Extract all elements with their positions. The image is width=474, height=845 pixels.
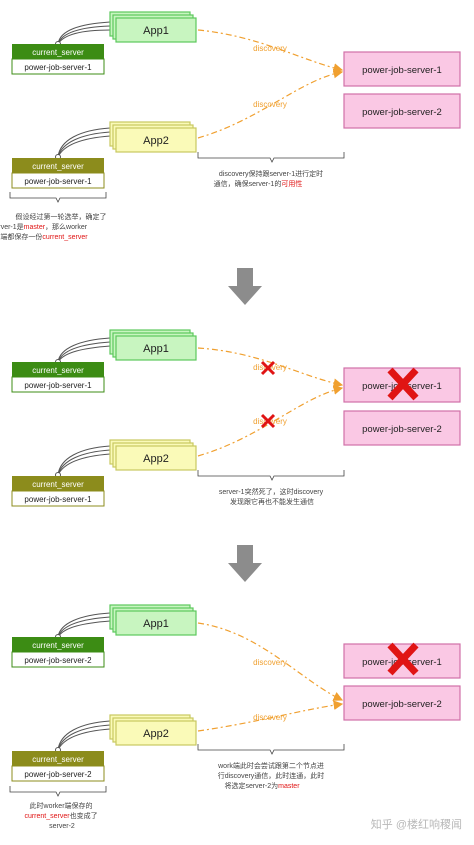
app2-node: App2 — [109, 121, 197, 153]
worker1-box: current_server power-job-server-2 — [11, 637, 105, 668]
worker-connection-lines-1 — [55, 21, 111, 160]
server1-dead-x-icon — [387, 367, 419, 401]
note-left: 假设经过第一轮选举，确定了 server-1是master，那么worker 端… — [0, 212, 108, 241]
down-arrow-2 — [228, 545, 262, 582]
app1-label: App1 — [143, 618, 169, 630]
worker2-value: power-job-server-1 — [24, 495, 92, 504]
brace-right — [197, 744, 345, 755]
note-right-line1: discovery保持跟server-1进行定时 — [219, 169, 323, 178]
server1-box: power-job-server-1 — [343, 51, 461, 87]
server1-label: power-job-server-1 — [362, 65, 442, 76]
note-right-line1: work端此时会尝试跟第二个节点进 — [217, 761, 324, 770]
note-left-line1: 假设经过第一轮选举，确定了 — [16, 212, 107, 221]
server2-box: power-job-server-2 — [343, 410, 461, 446]
note-right-line1: server-1突然死了，这时discovery — [219, 487, 324, 496]
worker2-value: power-job-server-2 — [24, 770, 92, 779]
note-right: server-1突然死了，这时discovery 发现跟它再也不能发生通信 — [219, 487, 325, 506]
note-right-highlight: 可用性 — [281, 179, 302, 188]
worker1-value: power-job-server-1 — [24, 63, 92, 72]
discovery-failed-x-icon-top — [260, 360, 276, 376]
panel-1: App1 App2 current_server power-job-serve… — [0, 11, 461, 241]
down-arrow-1 — [228, 268, 262, 305]
note-right-line2: 通信，确保server-1的 — [214, 179, 282, 188]
panel-2: App1 App2 current_server power-job-serve… — [11, 329, 461, 507]
discovery-label-top: discovery — [253, 658, 287, 667]
note-left-line1: 此时worker端保存的 — [30, 801, 93, 810]
note-left-line2a: server-1是 — [0, 223, 24, 231]
brace-right — [197, 470, 345, 481]
app1-node: App1 — [109, 604, 197, 636]
discovery-label-bottom: discovery — [253, 100, 287, 109]
discovery-label-top: discovery — [253, 44, 287, 53]
note-left-current-server: current_server — [42, 234, 88, 241]
worker-connection-lines-3 — [55, 612, 111, 753]
note-left-line2b: 也变成了 — [70, 811, 98, 820]
note-right-line3: 将选定server-2为 — [224, 781, 278, 790]
worker2-head: current_server — [32, 755, 84, 764]
discovery-arrow-top — [197, 622, 344, 701]
discovery-arrow-bottom — [197, 385, 344, 457]
note-right-master: master — [278, 783, 300, 790]
watermark: 知乎 @楼红响稷闻 — [371, 817, 462, 831]
worker1-box: current_server power-job-server-1 — [11, 362, 105, 393]
note-right: discovery保持跟server-1进行定时 通信，确保server-1的可… — [214, 169, 325, 188]
worker1-head: current_server — [32, 641, 84, 650]
discovery-label-bottom: discovery — [253, 713, 287, 722]
discovery-failed-x-icon-bottom — [260, 413, 276, 429]
note-left-line3: server-2 — [49, 823, 75, 830]
worker2-head: current_server — [32, 480, 84, 489]
worker2-box: current_server power-job-server-2 — [11, 751, 105, 782]
note-left: 此时worker端保存的 current_server也变成了 server-2 — [24, 801, 99, 830]
app1-label: App1 — [143, 343, 169, 355]
brace-left — [9, 786, 107, 797]
discovery-arrow-bottom — [197, 700, 344, 732]
server2-box: power-job-server-2 — [343, 93, 461, 129]
app1-node: App1 — [109, 11, 197, 43]
worker2-box: current_server power-job-server-1 — [11, 158, 105, 189]
note-left-master: master — [24, 224, 46, 231]
brace-right — [197, 152, 345, 163]
note-left-current-server: current_server — [24, 813, 70, 820]
server2-label: power-job-server-2 — [362, 699, 442, 710]
server2-label: power-job-server-2 — [362, 424, 442, 435]
server2-box: power-job-server-2 — [343, 685, 461, 721]
note-right: work端此时会尝试跟第二个节点进 行discovery通信，此时连通，此时 将… — [217, 761, 326, 790]
worker1-box: current_server power-job-server-1 — [11, 44, 105, 75]
note-left-line2b: ，那么worker — [45, 223, 88, 231]
note-left-line3a: 端都保存一份 — [0, 232, 42, 241]
app2-label: App2 — [143, 135, 169, 147]
app2-node: App2 — [109, 714, 197, 746]
discovery-arrow-bottom — [197, 68, 344, 139]
worker1-head: current_server — [32, 366, 84, 375]
worker1-value: power-job-server-1 — [24, 381, 92, 390]
app1-node: App1 — [109, 329, 197, 361]
worker2-head: current_server — [32, 162, 84, 171]
brace-left — [9, 192, 107, 203]
app1-label: App1 — [143, 25, 169, 37]
panel-3: App1 App2 current_server power-job-serve… — [9, 604, 461, 830]
note-right-line2: 行discovery通信，此时连通，此时 — [218, 771, 325, 780]
worker2-box: current_server power-job-server-1 — [11, 476, 105, 507]
note-right-line2: 发现跟它再也不能发生通信 — [230, 497, 314, 506]
worker2-value: power-job-server-1 — [24, 177, 92, 186]
worker1-value: power-job-server-2 — [24, 656, 92, 665]
app2-label: App2 — [143, 728, 169, 740]
worker-connection-lines-2 — [55, 337, 111, 478]
server2-label: power-job-server-2 — [362, 107, 442, 118]
app2-label: App2 — [143, 453, 169, 465]
worker1-head: current_server — [32, 48, 84, 57]
app2-node: App2 — [109, 439, 197, 471]
server1-dead-x-icon — [387, 642, 419, 676]
